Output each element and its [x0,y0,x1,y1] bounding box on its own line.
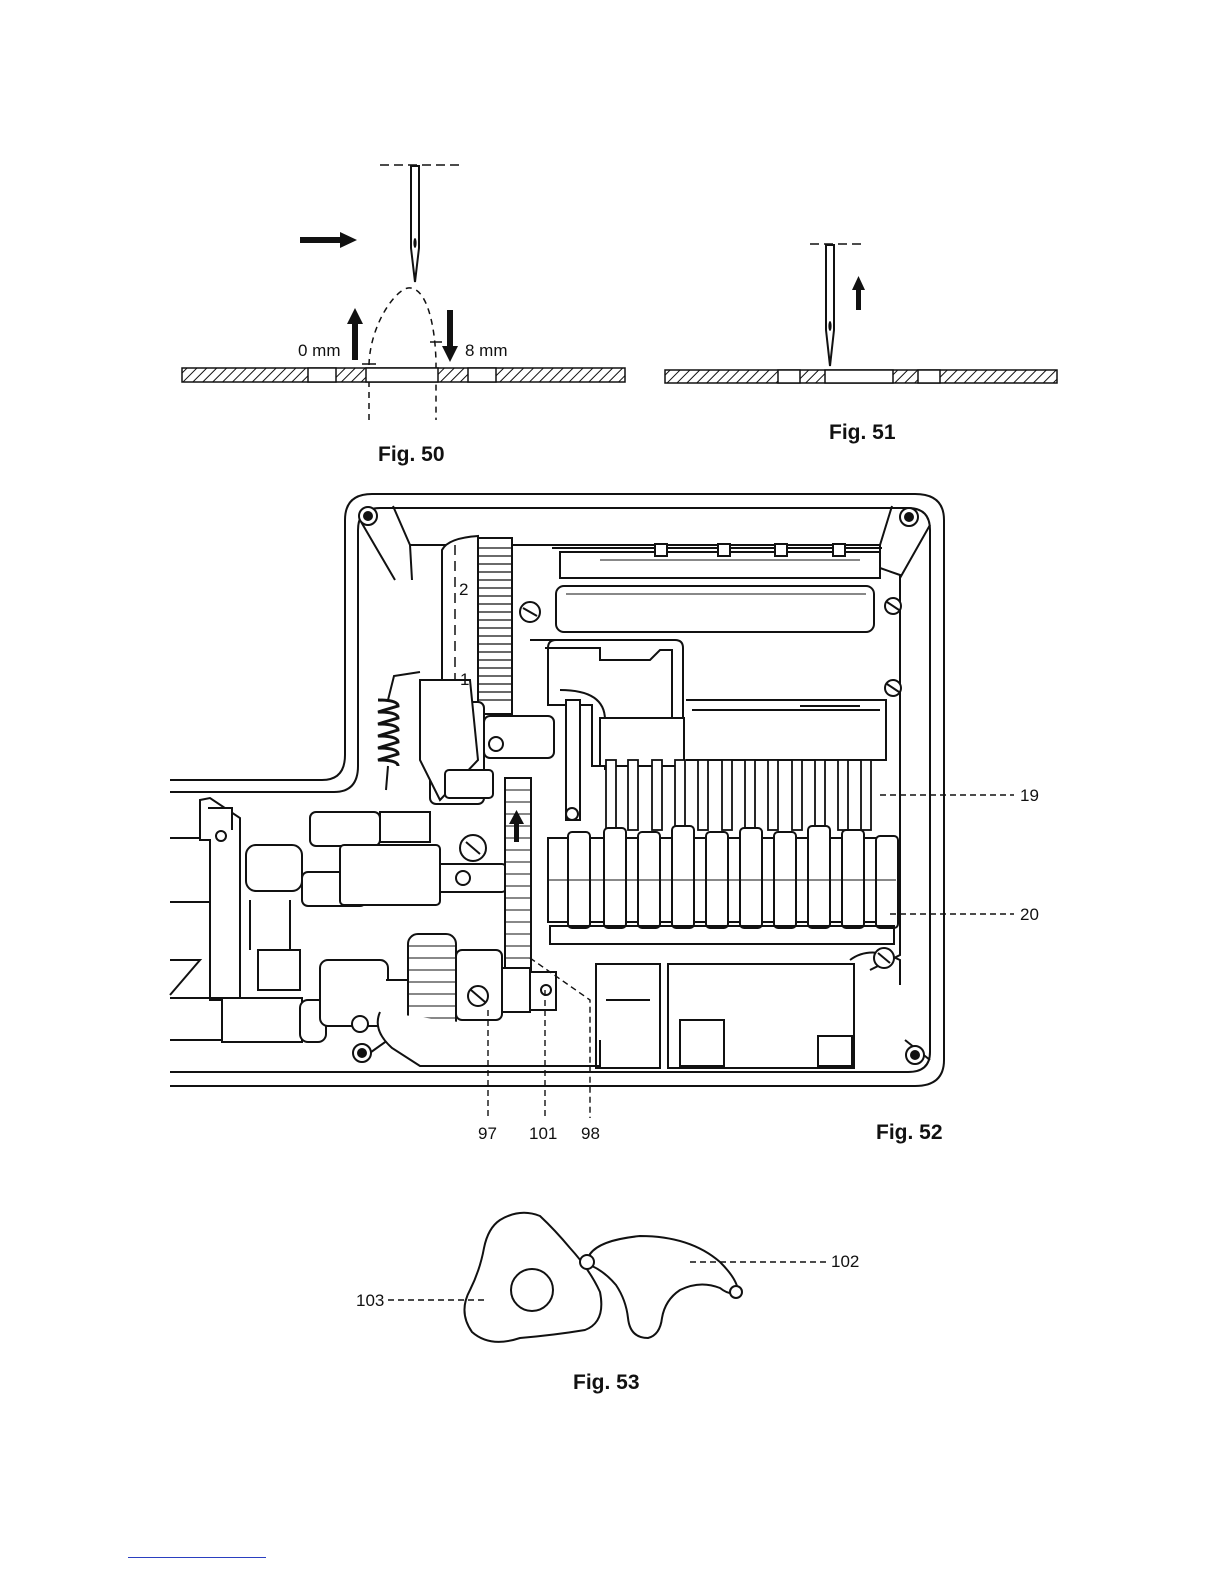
fig53-follower-102 [590,1236,738,1338]
fig53-cam-hub [511,1269,553,1311]
fig53-callout-102: 102 [831,1252,859,1272]
fig53-caption: Fig. 53 [573,1371,640,1395]
footer-rule [128,1557,266,1558]
fig53-callout-103: 103 [356,1291,384,1311]
